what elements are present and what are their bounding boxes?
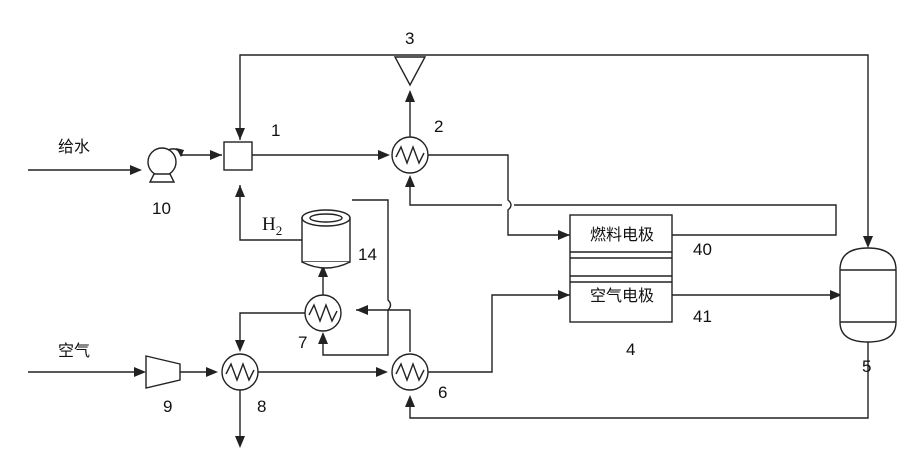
turbine-icon [395, 57, 425, 85]
arrow-into-compressor [134, 367, 146, 377]
label-fuel-electrode: 40 [693, 240, 712, 259]
arrow-return-into-hx6 [405, 395, 415, 407]
arrow-exhaust-out [235, 436, 245, 448]
arrow-into-hx2 [378, 150, 390, 160]
mixer-box [224, 142, 252, 170]
label-heat-exchanger-6: 6 [438, 383, 447, 402]
label-air-electrode: 41 [693, 307, 712, 326]
hx7-to-hx8-line [240, 313, 305, 350]
arrow-into-mixer [210, 150, 222, 160]
arrow-into-separator-top [863, 236, 873, 248]
label-heat-exchanger-2: 2 [434, 117, 443, 136]
air-inlet-label: 空气 [58, 341, 90, 360]
arrow-into-air-electrode [558, 290, 570, 300]
label-fuel-cell: 4 [626, 340, 635, 359]
arrow-into-hx7-right [356, 305, 368, 315]
arrow-into-pump [130, 165, 142, 175]
arrow-h2-into-mixer [235, 185, 245, 197]
hx6-to-air-electrode-line [428, 295, 570, 372]
heat-exchanger-8-icon [222, 354, 258, 390]
separator-return-line [410, 340, 868, 418]
separator-vessel-icon [840, 248, 896, 342]
arrow-into-hx8-top [235, 340, 245, 352]
hydrogen-tank-icon [302, 210, 350, 268]
hydrogen-label: H2 [262, 214, 282, 238]
fuel-exhaust-into-hx2-line [410, 178, 502, 205]
arrow-into-fuel-electrode [558, 230, 570, 240]
heat-exchanger-7-icon [305, 295, 341, 331]
label-compressor: 9 [163, 397, 172, 416]
pump-icon [148, 148, 184, 182]
fuel-electrode-label: 燃料电极 [590, 225, 654, 244]
heat-exchanger-2-icon [392, 137, 428, 173]
hx6-to-hx7-line [356, 310, 410, 352]
compressor-icon [146, 356, 180, 388]
hx2-to-fuel-electrode-line [428, 155, 570, 235]
label-mixer: 1 [271, 121, 280, 140]
label-heat-exchanger-8: 8 [257, 397, 266, 416]
arrow-into-hx8 [206, 367, 218, 377]
label-heat-exchanger-7: 7 [298, 333, 307, 352]
air-electrode-label: 空气电极 [590, 286, 654, 305]
feedwater-label: 给水 [58, 137, 90, 156]
label-hydrogen-tank: 14 [358, 245, 377, 264]
label-separator: 5 [862, 357, 871, 376]
arrow-top-into-mixer [235, 128, 245, 140]
arrow-into-hx7-bottom [318, 332, 328, 344]
arrow-exhaust-into-hx2 [405, 175, 415, 187]
label-pump: 10 [152, 199, 171, 218]
arrow-into-turbine [405, 90, 415, 102]
fuel-exhaust-line [514, 205, 836, 235]
label-turbine: 3 [405, 29, 414, 48]
arrow-into-hx6 [376, 367, 388, 377]
heat-exchanger-6-icon [392, 354, 428, 390]
